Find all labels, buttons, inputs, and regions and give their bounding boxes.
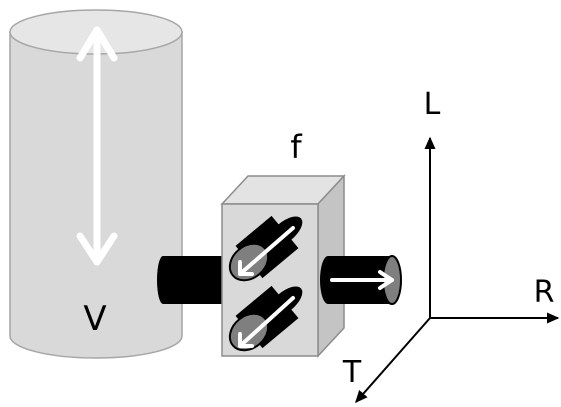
diagonal-down-left-arrow-icon <box>238 296 295 348</box>
inlet-tube <box>157 256 227 304</box>
diagonal-down-left-arrow-icon <box>238 226 295 276</box>
axis-depth-label: T <box>342 355 362 390</box>
axis-right-label: R <box>534 275 555 310</box>
right-arrow-icon <box>330 270 394 290</box>
volume-cylinder: V <box>9 9 183 359</box>
axis-vertical-label: L <box>424 87 441 122</box>
flow-block: f <box>220 128 346 358</box>
outlet-tube <box>320 255 402 305</box>
volume-label: V <box>83 299 106 339</box>
upper-port <box>228 215 303 282</box>
coordinate-axes <box>355 136 560 404</box>
flow-label: f <box>290 128 302 166</box>
axis-depth <box>355 317 431 404</box>
lower-port <box>228 285 303 352</box>
double-headed-vertical-arrow-icon <box>76 26 118 266</box>
